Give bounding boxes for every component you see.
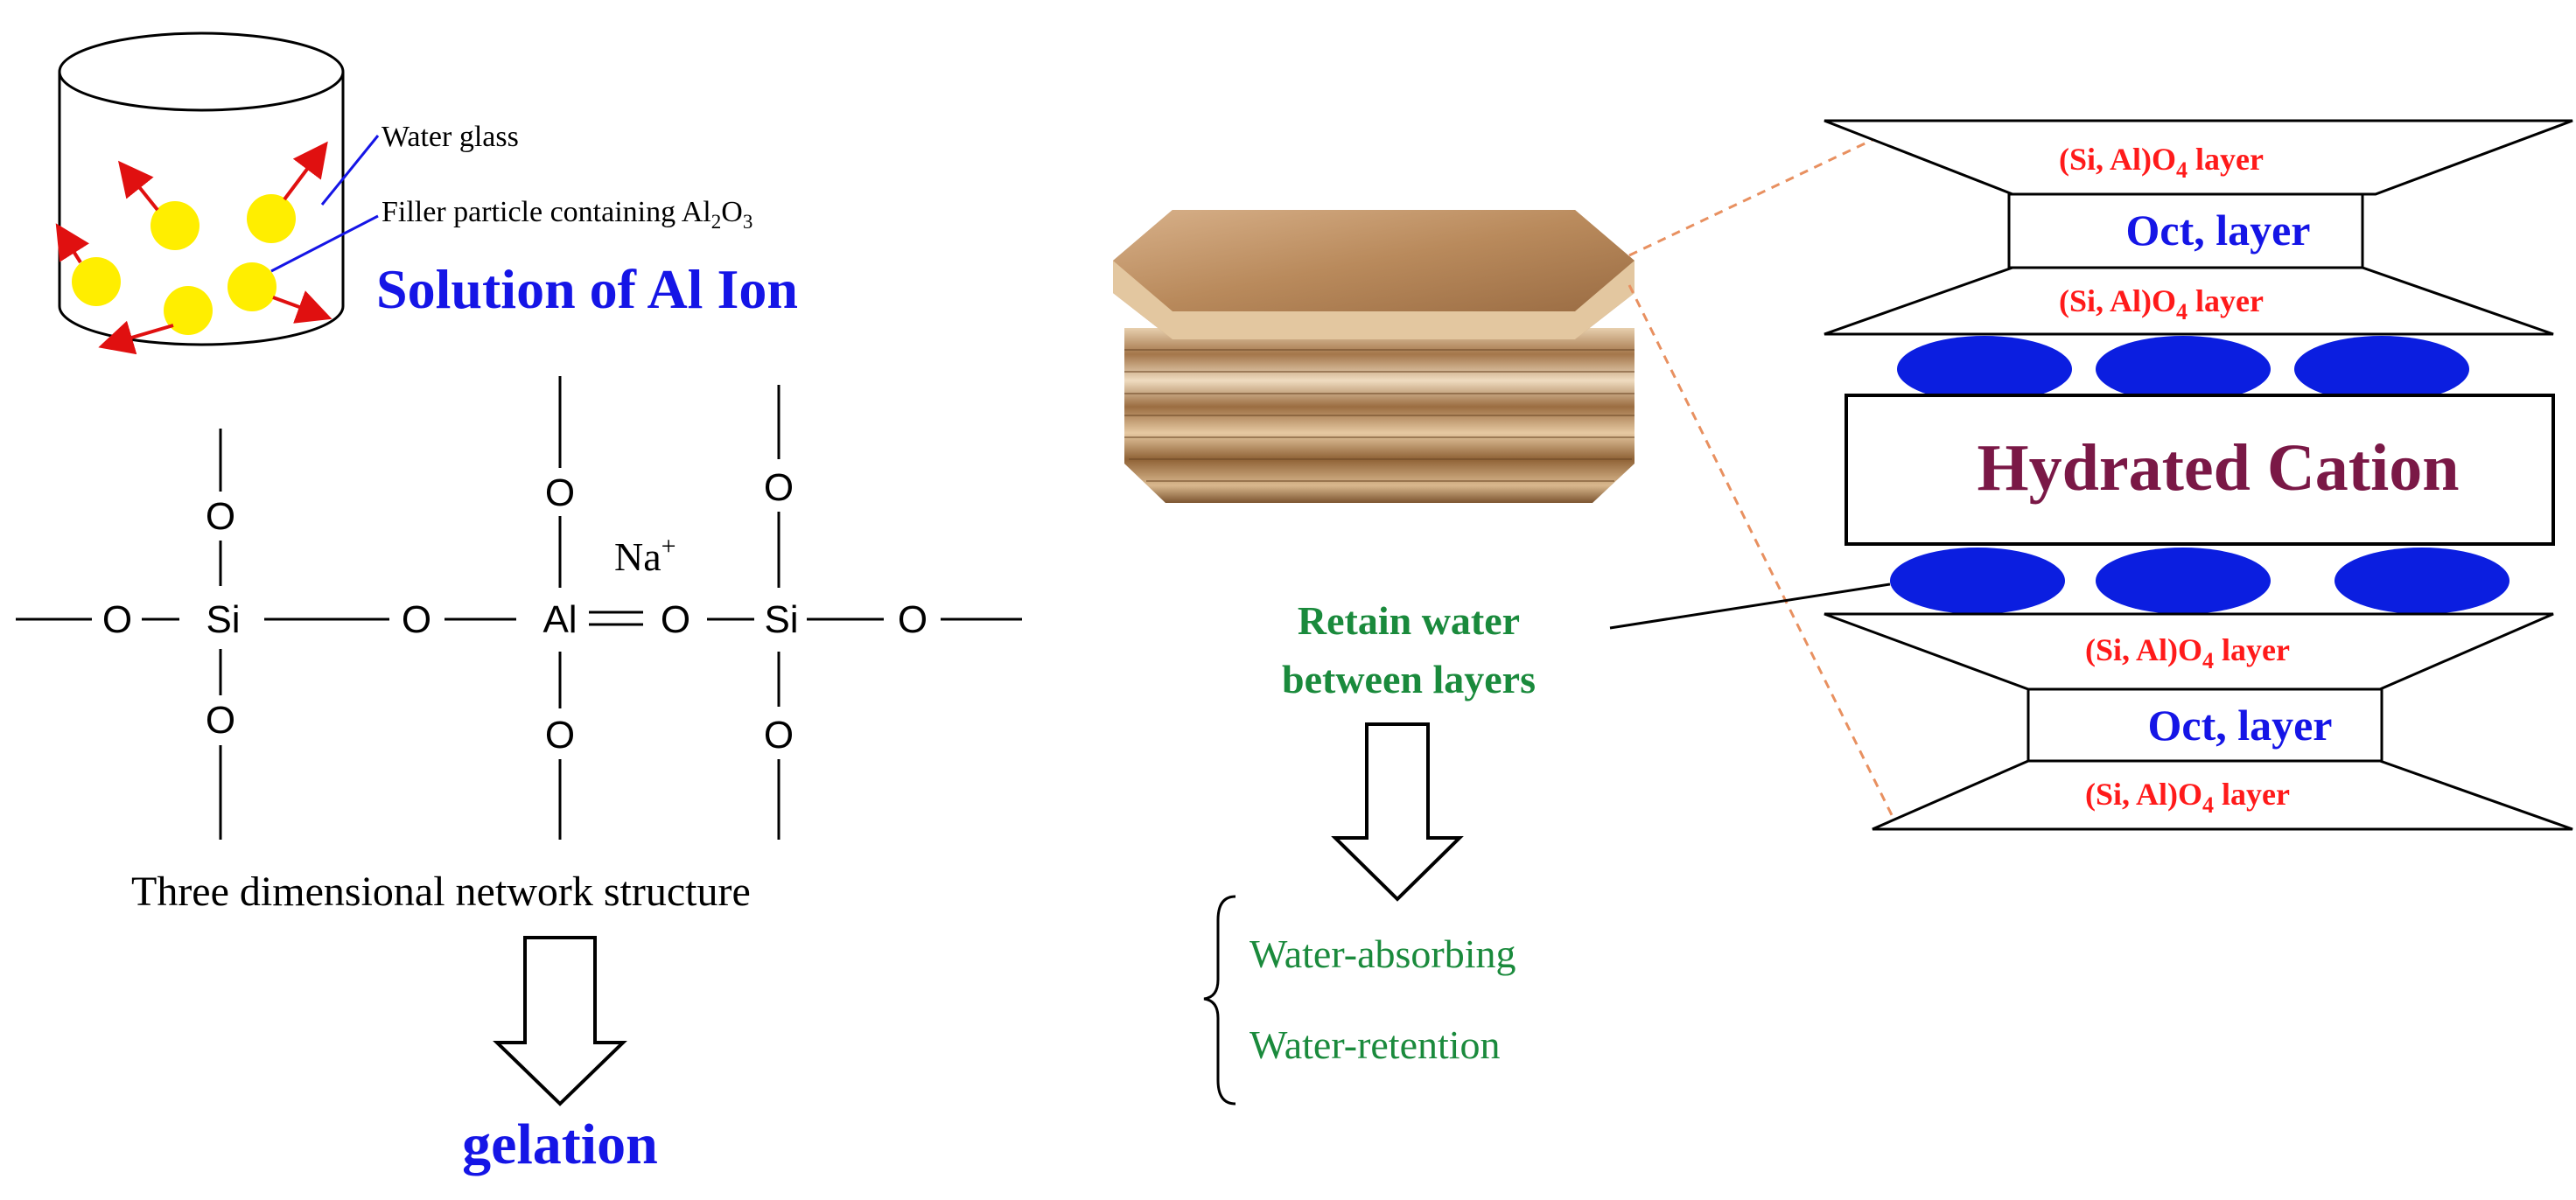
down-arrow-gelation: [493, 936, 627, 1106]
atom-o: O: [206, 495, 235, 538]
effects-brace: [1203, 895, 1236, 1106]
oct-layer-label: Oct, layer: [2125, 206, 2310, 255]
beaker: [58, 31, 345, 346]
network-bonds: [16, 376, 1022, 840]
callout-leaders: [270, 135, 380, 273]
dissolution-arrows: [55, 141, 332, 355]
atom-o: O: [898, 598, 928, 641]
water-glass-label: Water glass: [382, 121, 519, 153]
zoom-guide-bottom: [1628, 284, 1900, 830]
tetra-layer-label: (Si, Al)O4 layer: [2059, 142, 2264, 183]
tetra-layer-label: (Si, Al)O4 layer: [2085, 777, 2290, 818]
tetra-layer-label: (Si, Al)O4 layer: [2059, 283, 2264, 324]
filler-particles: [72, 194, 296, 335]
atom-o: O: [545, 471, 575, 514]
atom-si: Si: [764, 598, 798, 641]
effect-water-absorbing: Water-absorbing: [1250, 931, 1516, 976]
atom-si: Si: [206, 598, 240, 641]
atom-o: O: [206, 699, 235, 742]
sodium-ion-label: Na+: [614, 532, 676, 579]
atom-al: Al: [542, 598, 577, 641]
atom-o: O: [764, 466, 794, 509]
oct-layer-label: Oct, layer: [2147, 701, 2332, 750]
network-caption: Three dimensional network structure: [131, 869, 751, 915]
atom-o: O: [661, 598, 690, 641]
hydrated-cation-box: [1844, 394, 2555, 546]
atom-o: O: [102, 598, 132, 641]
clay-stack-image: [1113, 210, 1634, 503]
solution-title: Solution of Al Ion: [376, 258, 798, 320]
effect-water-retention: Water-retention: [1250, 1022, 1501, 1067]
down-arrow-effects: [1331, 722, 1464, 902]
upper-layer-unit: [1824, 119, 2573, 336]
lower-layer-unit: [1824, 612, 2573, 831]
atom-o: O: [764, 714, 794, 757]
filler-label: Filler particle containing Al2O3: [382, 196, 752, 233]
hydrated-cations-bottom: [1890, 548, 2510, 614]
retain-water-leader: [1609, 583, 1891, 630]
tetra-layer-label: (Si, Al)O4 layer: [2085, 632, 2290, 673]
hydrated-cation-label: Hydrated Cation: [1978, 431, 2460, 505]
atom-o: O: [545, 714, 575, 757]
gelation-label: gelation: [462, 1113, 658, 1176]
network-atoms: O Si O Al O Si O O O O O O O: [102, 466, 928, 757]
hydrated-cations-top: [1897, 336, 2469, 402]
zoom-guide-top: [1628, 128, 1895, 257]
atom-o: O: [402, 598, 431, 641]
